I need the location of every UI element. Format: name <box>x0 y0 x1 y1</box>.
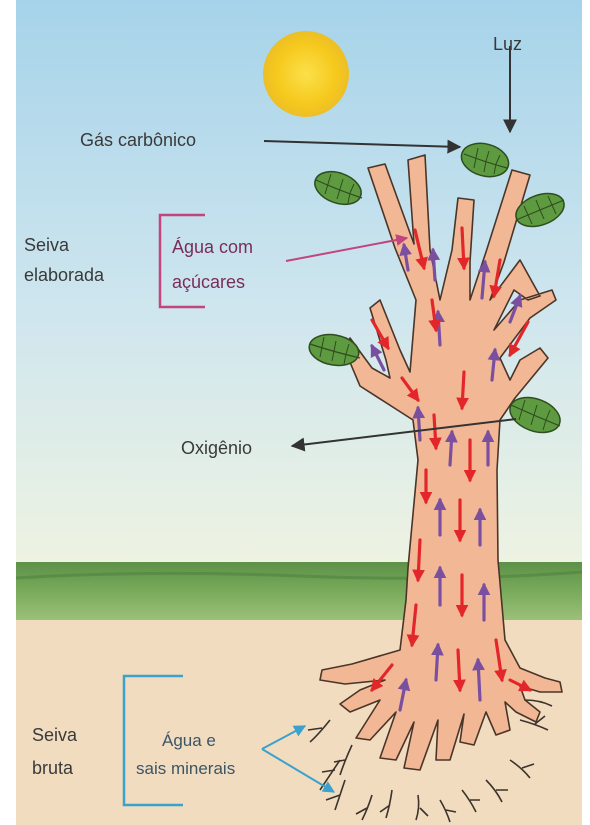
sugar-water-label-line1: Água com <box>172 237 253 257</box>
sun-icon <box>263 31 349 117</box>
co2-label: Gás carbônico <box>80 130 196 150</box>
light-label: Luz <box>493 34 522 54</box>
minerals-label-line1: Água e <box>162 731 216 750</box>
raw-sap-label-line1: Seiva <box>32 725 78 745</box>
elaborated-sap-label-line1: Seiva <box>24 235 70 255</box>
minerals-label-line2: sais minerais <box>136 759 235 778</box>
oxygen-label: Oxigênio <box>181 438 252 458</box>
elaborated-sap-label-line2: elaborada <box>24 265 105 285</box>
sugar-water-label-line2: açúcares <box>172 272 245 292</box>
raw-sap-label-line2: bruta <box>32 758 74 778</box>
